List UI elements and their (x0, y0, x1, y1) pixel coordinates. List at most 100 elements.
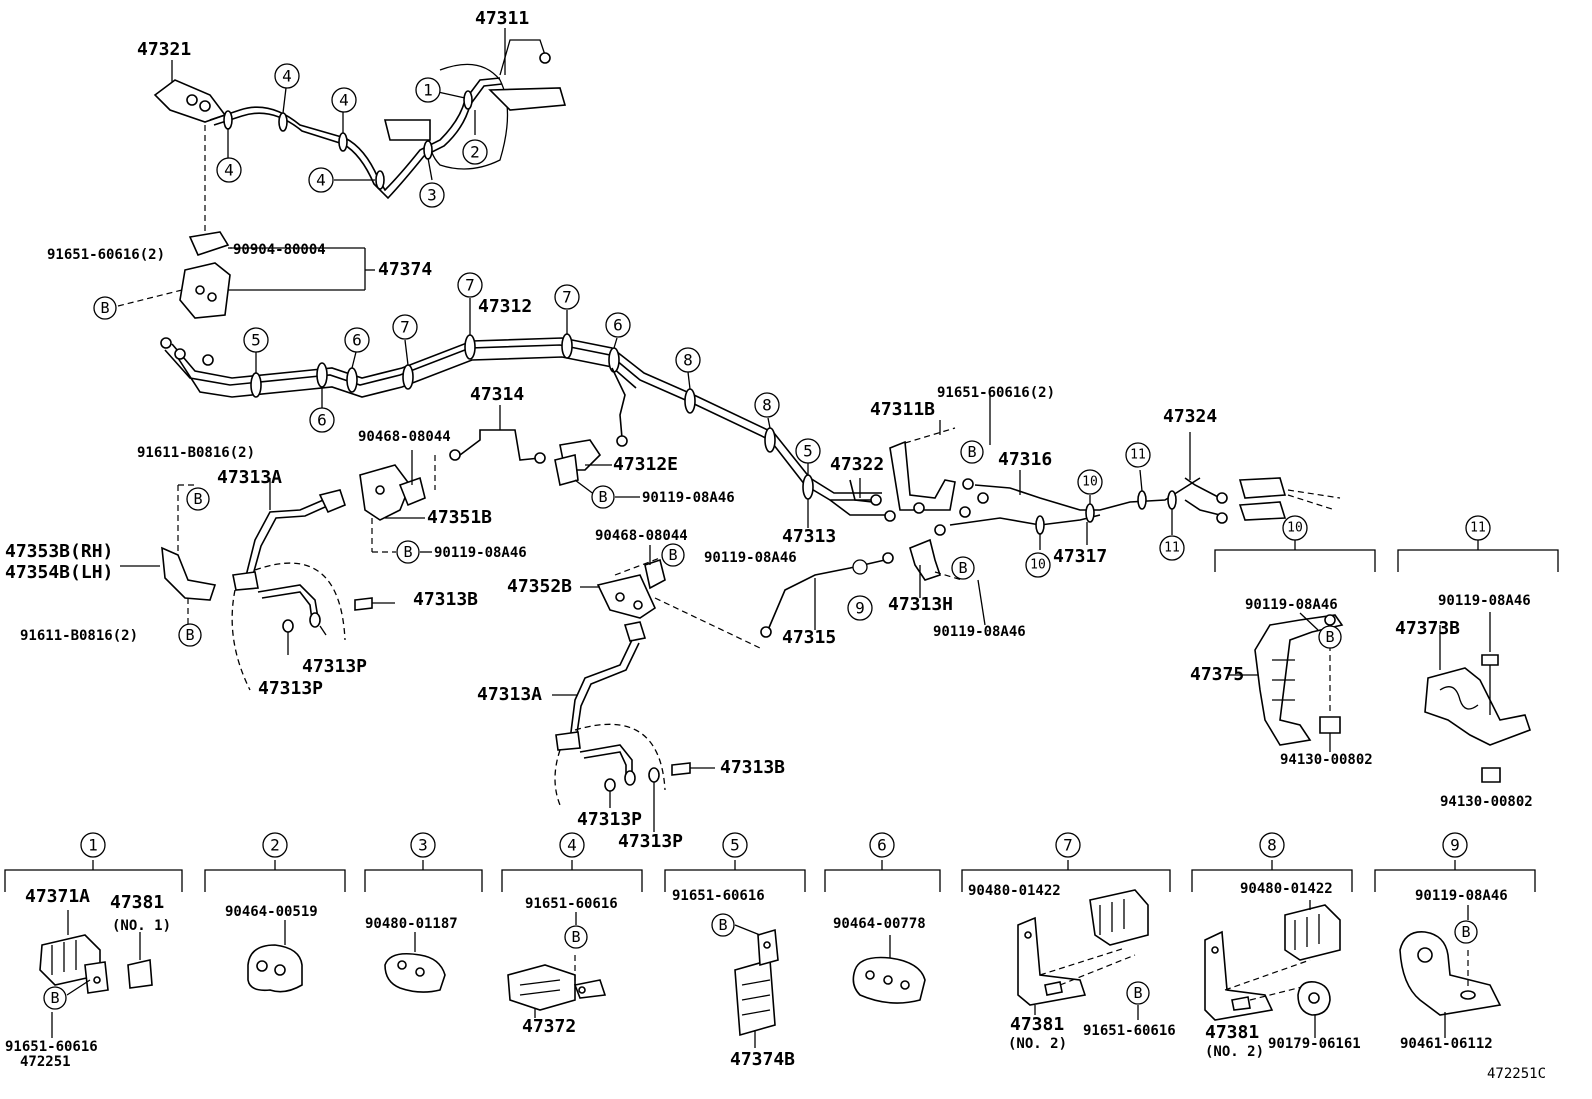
bolt-b-marker: B (564, 925, 588, 949)
label-47313a: 47313A (217, 467, 282, 488)
circled-markers: 1 1 2 2 3 3 4 4 4 4 4 5 5 5 6 6 6 6 7 7 … (80, 63, 1491, 858)
marker-3: 3 (419, 182, 445, 208)
marker-7: 7 (554, 284, 580, 310)
label-90119-08a46: 90119-08A46 (1438, 593, 1531, 609)
marker-1: 1 (415, 77, 441, 103)
label-47315: 47315 (782, 627, 836, 648)
marker-9: 9 (847, 595, 873, 621)
label-47313b: 47313B (720, 757, 785, 778)
svg-text:3: 3 (418, 836, 428, 855)
svg-text:10: 10 (1030, 558, 1046, 573)
label-91651-60616: 91651-60616 (672, 888, 765, 904)
svg-text:8: 8 (762, 396, 772, 415)
svg-text:4: 4 (282, 67, 292, 86)
marker-9: 9 (1442, 832, 1468, 858)
detail-box-10 (1214, 540, 1376, 752)
label-90904-80004: 90904-80004 (233, 242, 326, 258)
label-47313p: 47313P (618, 831, 683, 852)
bolt-b-marker: B (93, 296, 117, 320)
marker-7: 7 (392, 314, 418, 340)
label-47321: 47321 (137, 39, 191, 60)
svg-text:5: 5 (803, 442, 813, 461)
bolt-b-marker: B (178, 623, 202, 647)
label-91611-b0816-2: 91611-B0816(2) (137, 445, 255, 461)
svg-text:B: B (1325, 628, 1334, 646)
main-tube-47312 (160, 298, 882, 510)
label-47312e: 47312E (613, 454, 678, 475)
label-47374: 47374 (378, 259, 432, 280)
label-90119-08a46: 90119-08A46 (434, 545, 527, 561)
svg-text:6: 6 (352, 331, 362, 350)
label-90480-01422: 90480-01422 (1240, 881, 1333, 897)
svg-text:7: 7 (562, 288, 572, 307)
bolt-markers: B B B B B B B B B B B B B B (43, 296, 1478, 1010)
label-47316: 47316 (998, 449, 1052, 470)
svg-text:B: B (571, 928, 580, 946)
label-90464-00519: 90464-00519 (225, 904, 318, 920)
svg-text:2: 2 (270, 836, 280, 855)
svg-text:7: 7 (465, 276, 475, 295)
label-90119-08a46: 90119-08A46 (933, 624, 1026, 640)
svg-text:6: 6 (877, 836, 887, 855)
marker-1: 1 (80, 832, 106, 858)
label-91611-b0816-2: 91611-B0816(2) (20, 628, 138, 644)
svg-text:3: 3 (427, 186, 437, 205)
label-91651-60616-2: 91651-60616(2) (47, 247, 165, 263)
svg-text:10: 10 (1082, 475, 1098, 490)
label-47374b: 47374B (730, 1049, 795, 1070)
svg-text:B: B (668, 546, 677, 564)
label-47313b: 47313B (413, 589, 478, 610)
svg-text:2: 2 (470, 143, 480, 162)
label-47313p: 47313P (577, 809, 642, 830)
svg-text:B: B (598, 488, 607, 506)
svg-text:6: 6 (613, 316, 623, 335)
label-47311b: 47311B (870, 399, 935, 420)
marker-5: 5 (243, 327, 269, 353)
svg-text:B: B (718, 916, 727, 934)
label-47313p: 47313P (258, 678, 323, 699)
label-no-1: (NO. 1) (112, 918, 171, 934)
svg-text:9: 9 (1450, 836, 1460, 855)
label-47313a: 47313A (477, 684, 542, 705)
svg-text:11: 11 (1470, 521, 1486, 536)
svg-text:4: 4 (316, 171, 326, 190)
label-90119-08a46: 90119-08A46 (642, 490, 735, 506)
part-labels: 47311 47321 91651-60616(2) 90904-80004 4… (5, 8, 1546, 1082)
svg-text:11: 11 (1164, 541, 1180, 556)
svg-text:5: 5 (251, 331, 261, 350)
label-47353b-rh: 47353B(RH) (5, 541, 113, 562)
bolt-b-marker: B (1454, 920, 1478, 944)
bolt-b-marker: B (591, 485, 615, 509)
label-91651-60616-2: 91651-60616(2) (937, 385, 1055, 401)
marker-4: 4 (274, 63, 300, 89)
marker-8: 8 (754, 392, 780, 418)
label-90480-01422: 90480-01422 (968, 883, 1061, 899)
bolt-b-marker: B (1318, 625, 1342, 649)
label-47381: 47381 (1205, 1022, 1259, 1043)
svg-text:1: 1 (88, 836, 98, 855)
bolt-b-marker: B (43, 986, 67, 1010)
label-472251: 472251 (20, 1054, 71, 1070)
bolt-b-marker: B (396, 540, 420, 564)
svg-text:B: B (185, 626, 194, 644)
label-47354b-lh: 47354B(LH) (5, 562, 113, 583)
svg-text:B: B (50, 989, 59, 1007)
marker-5: 5 (722, 832, 748, 858)
svg-text:B: B (958, 559, 967, 577)
label-91651-60616: 91651-60616 (525, 896, 618, 912)
marker-7: 7 (1055, 832, 1081, 858)
svg-text:4: 4 (224, 161, 234, 180)
marker-2: 2 (262, 832, 288, 858)
label-47313p: 47313P (302, 656, 367, 677)
svg-text:11: 11 (1130, 448, 1146, 463)
label-90468-08044: 90468-08044 (358, 429, 451, 445)
bolt-b-marker: B (711, 913, 735, 937)
marker-2: 2 (462, 139, 488, 165)
label-47373b: 47373B (1395, 618, 1460, 639)
label-90119-08a46: 90119-08A46 (1415, 888, 1508, 904)
svg-text:B: B (193, 490, 202, 508)
marker-4: 4 (331, 87, 357, 113)
svg-text:7: 7 (400, 318, 410, 337)
svg-text:10: 10 (1287, 521, 1303, 536)
